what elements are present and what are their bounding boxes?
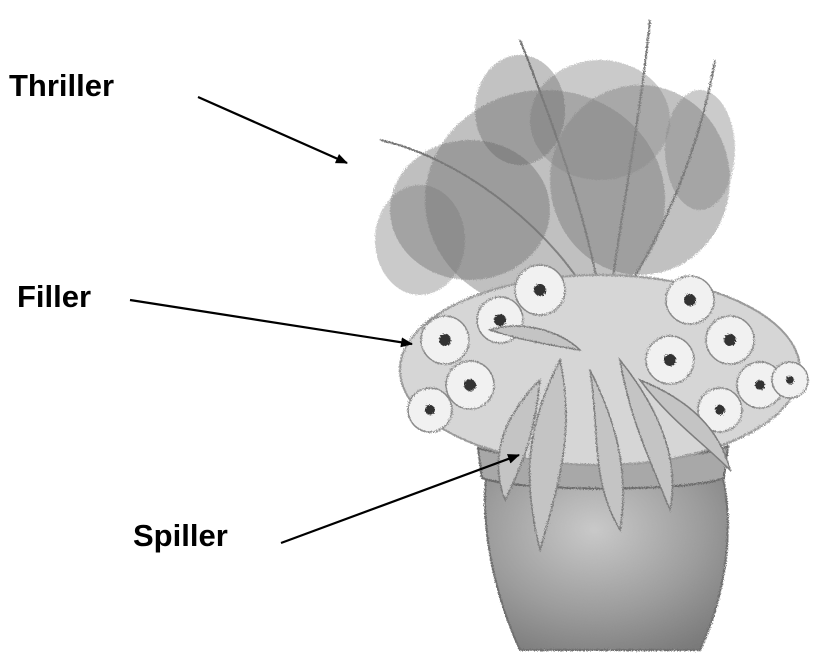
- filler-label: Filler: [17, 281, 91, 312]
- thriller-plant: [375, 20, 735, 310]
- thriller-label: Thriller: [9, 70, 114, 101]
- thriller-arrow: [198, 97, 347, 163]
- filler-arrow: [130, 300, 412, 344]
- spiller-arrow: [281, 455, 519, 543]
- spiller-label: Spiller: [133, 520, 228, 551]
